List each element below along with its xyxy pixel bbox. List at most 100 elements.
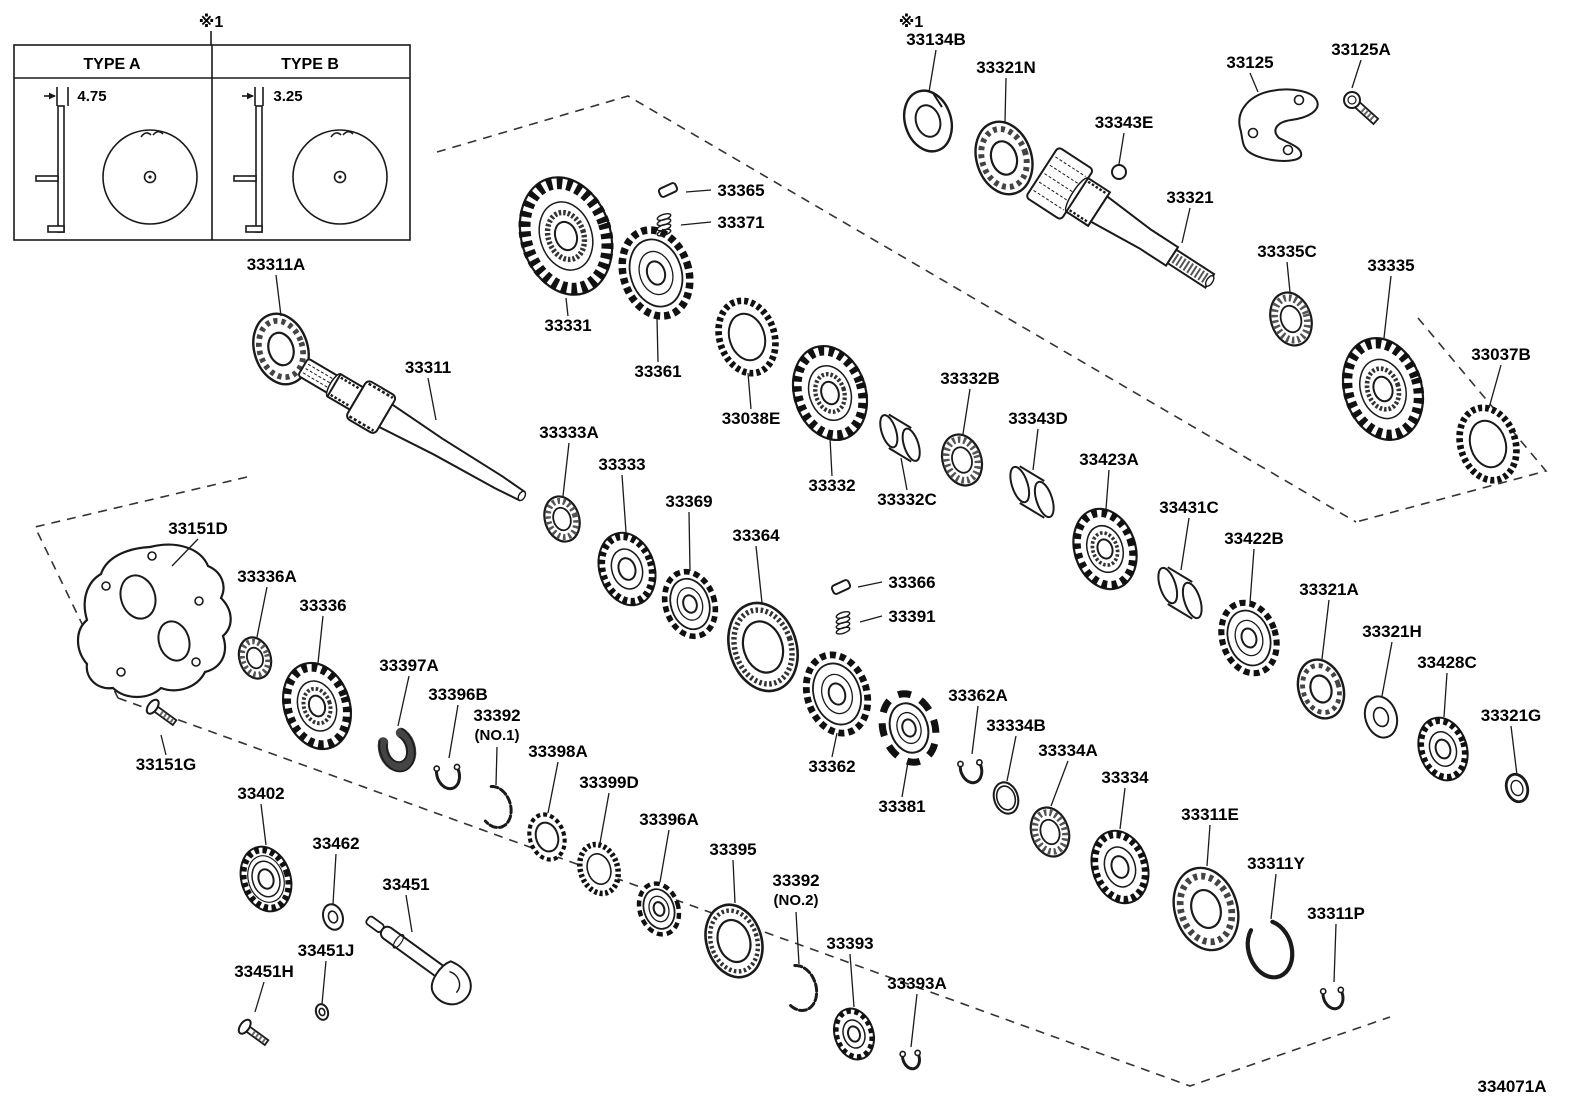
part-label-33451j[interactable]: 33451J [298,941,355,960]
part-33343d [1009,465,1055,519]
part-label-33332b[interactable]: 33332B [940,369,1000,388]
part-label-33391[interactable]: 33391 [888,607,935,626]
part-33134b [902,89,954,153]
part-label-33397a[interactable]: 33397A [379,656,439,675]
part-label-33134b[interactable]: 33134B [906,30,966,49]
leader-33331 [565,297,569,317]
part-label-33321[interactable]: 33321 [1166,188,1213,207]
leader-33151d [171,538,199,567]
leader-33381 [901,761,909,798]
part-label-33343e[interactable]: 33343E [1095,113,1154,132]
part-33311 [298,358,527,502]
part-label-33428c[interactable]: 33428C [1417,653,1477,672]
part-label-33125[interactable]: 33125 [1226,53,1273,72]
part-label-33321g[interactable]: 33321G [1481,706,1542,725]
leader-33311e [1206,824,1211,867]
leader-33321g [1510,725,1518,776]
part-label-33398a[interactable]: 33398A [528,742,588,761]
group-boundary-4 [117,697,1391,1087]
part-label-33332[interactable]: 33332 [808,476,855,495]
part-label-33333[interactable]: 33333 [598,455,645,474]
part-label-33451h[interactable]: 33451H [234,962,294,981]
part-label-33392-no1-qualifier[interactable]: (NO.1) [475,727,520,744]
leader-33321h [1381,641,1393,697]
leader-33321 [1181,207,1191,244]
part-label-33392-no2-qualifier[interactable]: (NO.2) [774,892,819,909]
part-label-33423a[interactable]: 33423A [1079,450,1139,469]
part-label-33333a[interactable]: 33333A [539,423,599,442]
part-33364 [727,601,799,693]
leader-33037b [1488,364,1502,409]
part-label-33393a[interactable]: 33393A [887,974,947,993]
part-label-33311y[interactable]: 33311Y [1247,854,1305,873]
part-33369 [661,568,719,640]
part-label-33402[interactable]: 33402 [237,784,284,803]
part-label-33392-no2[interactable]: 33392 [772,871,819,890]
leader-33336a [256,586,268,638]
part-label-33151g[interactable]: 33151G [136,755,197,774]
type-a-dimension: 4.75 [77,88,106,105]
part-label-33365[interactable]: 33365 [717,181,764,200]
part-label-33393[interactable]: 33393 [826,934,873,953]
leader-33362a [971,705,979,755]
leader-33393a [910,993,918,1048]
part-label-33392-no1[interactable]: 33392 [473,706,520,725]
part-label-33311e[interactable]: 33311E [1181,805,1239,824]
leader-33423a [1105,469,1110,510]
part-label-33371[interactable]: 33371 [717,213,764,232]
part-label-33334[interactable]: 33334 [1101,768,1149,787]
part-label-33321h[interactable]: 33321H [1362,622,1422,641]
leader-33391 [859,615,883,623]
part-label-33396a[interactable]: 33396A [639,810,699,829]
type-b-illustration: 3.25 [233,87,388,233]
part-label-33362[interactable]: 33362 [808,757,855,776]
part-label-33321n[interactable]: 33321N [976,58,1036,77]
part-label-33451[interactable]: 33451 [382,875,429,894]
part-label-33462[interactable]: 33462 [312,834,359,853]
part-label-33311p[interactable]: 33311P [1307,904,1365,923]
part-label-33151d[interactable]: 33151D [168,519,228,538]
figure-number: 334071A [1477,1077,1546,1096]
leader-33151g [160,734,167,756]
part-label-33431c[interactable]: 33431C [1159,498,1219,517]
part-label-33364[interactable]: 33364 [732,526,780,545]
part-label-33125a[interactable]: 33125A [1331,40,1391,59]
part-label-33335c[interactable]: 33335C [1257,242,1317,261]
part-33311e [1172,866,1240,952]
part-label-33369[interactable]: 33369 [665,492,712,511]
part-label-33037b[interactable]: 33037B [1471,345,1531,364]
part-label-33334b[interactable]: 33334B [986,716,1046,735]
leader-33125a [1351,59,1362,89]
part-label-33335[interactable]: 33335 [1367,256,1414,275]
part-label-33361[interactable]: 33361 [634,362,681,381]
leader-33343d [1032,428,1039,471]
part-label-33331[interactable]: 33331 [544,316,591,335]
part-33365 [657,182,679,198]
part-label-33343d[interactable]: 33343D [1008,409,1068,428]
part-label-33311a[interactable]: 33311A [247,255,306,274]
part-label-33336a[interactable]: 33336A [237,567,297,586]
part-label-33399d[interactable]: 33399D [579,773,639,792]
part-label-33422b[interactable]: 33422B [1224,529,1284,548]
part-label-33395[interactable]: 33395 [709,840,756,859]
leader-33451 [405,894,413,933]
part-label-33336[interactable]: 33336 [299,596,346,615]
part-33037b [1456,404,1520,484]
leader-33392-no2 [795,911,800,965]
part-label-33334a[interactable]: 33334A [1038,741,1098,760]
part-33393 [833,1007,875,1061]
part-label-33038e[interactable]: 33038E [722,409,781,428]
part-label-33362a[interactable]: 33362A [948,686,1008,705]
part-label-33321a[interactable]: 33321A [1299,580,1359,599]
leader-33428c [1443,672,1448,718]
part-33361 [618,226,694,320]
part-label-33311[interactable]: 33311 [405,358,451,377]
leader-33395 [732,859,736,904]
leader-lines [160,49,1518,1048]
leader-33333 [621,474,627,533]
part-label-33396b[interactable]: 33396B [428,685,488,704]
part-label-33366[interactable]: 33366 [888,573,935,592]
part-label-33332c[interactable]: 33332C [877,490,937,509]
part-label-33381[interactable]: 33381 [878,797,925,816]
part-33366 [830,579,852,595]
